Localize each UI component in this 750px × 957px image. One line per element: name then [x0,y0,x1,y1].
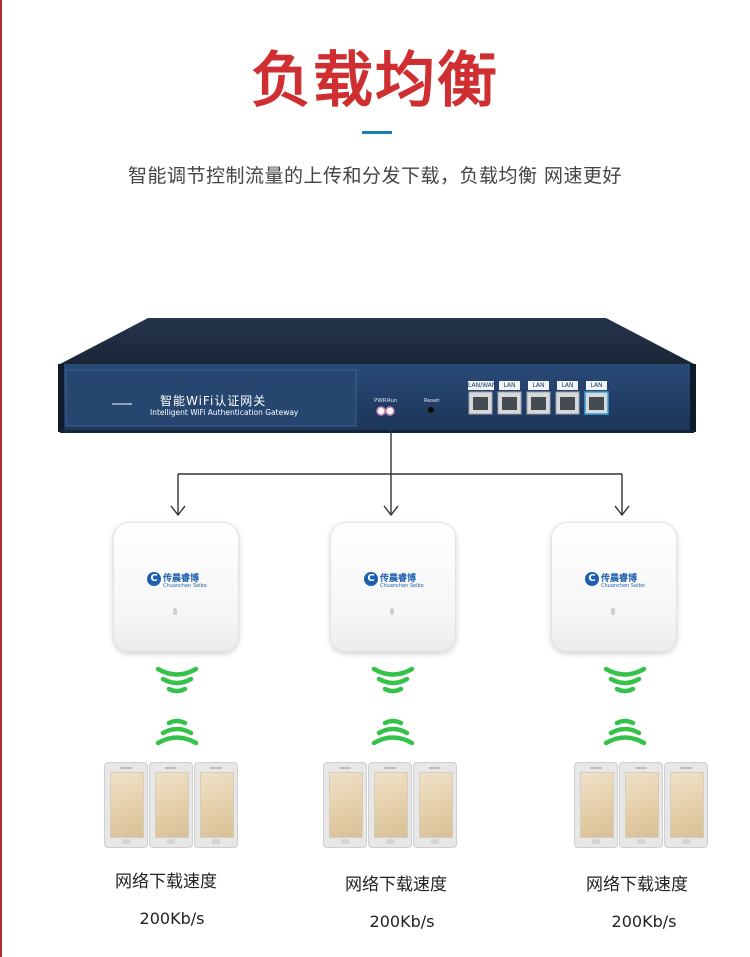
phone-icon [664,762,708,848]
status-led [390,608,394,615]
phone-icon [104,762,148,848]
led-label-pwr: PWR [374,398,387,404]
wifi-gateway-device: 智能WiFi认证网关 Intelligent WiFi Authenticati… [58,318,698,438]
left-edge-line [0,0,2,957]
wifi-signal-icon [155,666,199,694]
access-point-2: C 传晨睿博 Chuanchen Seibo [330,522,456,652]
port-label-lan-1: LAN [499,381,520,390]
port-label-lan-4: LAN [586,381,607,390]
wifi-signal-icon [371,666,415,694]
distribution-arrows [170,430,630,517]
download-speed-label-2: 网络下载速度 [345,875,447,895]
port-label-lan-2: LAN [528,381,549,390]
phone-icon [619,762,663,848]
wifi-signal-icon [603,666,647,694]
wifi-signal-icon [371,718,415,746]
brand-mark-icon: C [585,572,599,586]
download-speed-value-3: 200Kb/s [611,912,677,931]
reset-label: Reset [424,398,440,404]
brand-name: 传晨睿博 [601,574,638,584]
brand-sub: Chuanchen Seibo [380,583,424,589]
brand-logo: C 传晨睿博 Chuanchen Seibo [147,570,207,592]
status-led [611,608,615,615]
wifi-signal-icon [603,718,647,746]
page-subtitle: 智能调节控制流量的上传和分发下载，负载均衡 网速更好 [127,165,623,187]
phone-icon [323,762,367,848]
phone-icon [413,762,457,848]
phone-icon [368,762,412,848]
phone-icon [194,762,238,848]
brand-logo: C 传晨睿博 Chuanchen Seibo [364,570,424,592]
title-accent-bar [362,131,392,134]
wifi-signal-icon [155,718,199,746]
brand-name: 传晨睿博 [380,574,417,584]
access-point-1: C 传晨睿博 Chuanchen Seibo [113,522,239,652]
download-speed-value-1: 200Kb/s [139,909,205,928]
brand-sub: Chuanchen Seibo [163,583,207,589]
access-point-3: C 传晨睿博 Chuanchen Seibo [551,522,677,652]
download-speed-label-3: 网络下载速度 [586,875,688,895]
download-speed-value-2: 200Kb/s [369,912,435,931]
brand-mark-icon: C [364,572,378,586]
brand-name: 传晨睿博 [163,574,200,584]
gateway-body-icon [58,318,696,433]
status-led [173,608,177,615]
gateway-subtitle: Intelligent WiFi Authentication Gateway [150,408,299,417]
brand-logo: C 传晨睿博 Chuanchen Seibo [585,570,645,592]
download-speed-label-1: 网络下载速度 [115,872,217,892]
port-label-lanwan: LAN/WAN [468,381,497,390]
phone-icon [574,762,618,848]
phone-icon [149,762,193,848]
page-title: 负载均衡 [251,46,499,116]
led-label-run: Run [387,398,398,404]
brand-mark-icon: C [147,572,161,586]
gateway-name: 智能WiFi认证网关 [160,394,267,408]
brand-sub: Chuanchen Seibo [601,583,645,589]
port-label-lan-3: LAN [557,381,578,390]
